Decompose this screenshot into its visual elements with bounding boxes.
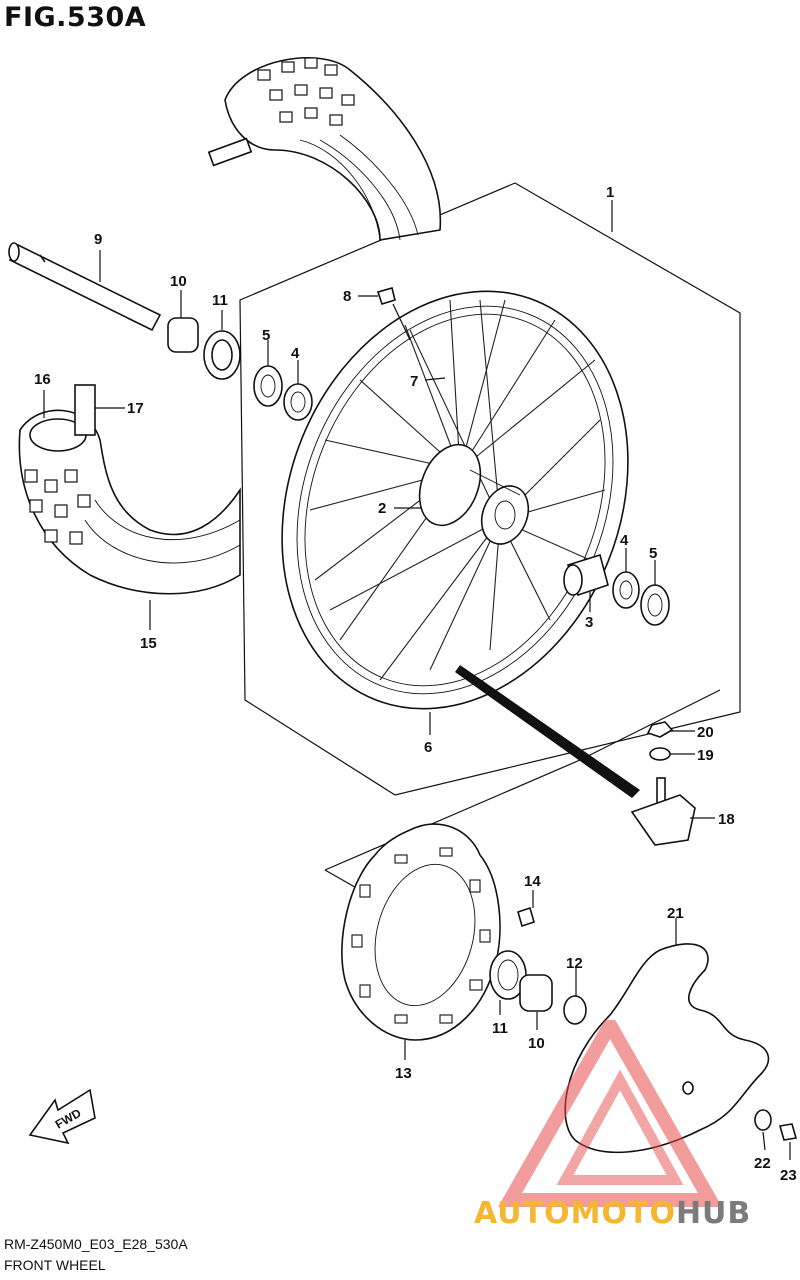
axle-collar-lower	[519, 974, 553, 1012]
bearing-right	[612, 571, 640, 609]
tire-side	[18, 384, 241, 595]
callout-8: 8	[343, 288, 351, 305]
callout-17: 17	[127, 400, 144, 417]
figure-title: FIG.530A	[4, 2, 147, 33]
callout-4-left: 4	[291, 345, 300, 362]
fwd-arrow-icon: FWD	[28, 1088, 96, 1145]
washer-small	[754, 1109, 772, 1131]
oil-seal-right	[640, 584, 670, 626]
watermark-hub: HUB	[675, 1196, 752, 1231]
figure-code: RM-Z450M0_E03_E28_530A	[4, 1236, 188, 1252]
callout-16: 16	[34, 371, 51, 388]
axle-collar-upper	[167, 317, 199, 353]
leader-lines	[43, 200, 791, 1160]
bearing-left	[283, 383, 313, 421]
rim-lock-pointer	[455, 665, 640, 798]
dust-seal-upper	[203, 330, 241, 380]
callout-4-right: 4	[620, 532, 629, 549]
callout-10-upper: 10	[170, 273, 187, 290]
watermark-auto: AUTO	[474, 1196, 571, 1231]
callout-6: 6	[424, 739, 432, 756]
callout-5-right: 5	[649, 545, 657, 562]
watermark-moto: MOTO	[570, 1196, 676, 1231]
callout-22: 22	[754, 1155, 771, 1172]
assembly-box-outline	[239, 182, 741, 796]
callout-13: 13	[395, 1065, 412, 1082]
callout-1: 1	[606, 184, 614, 201]
disc-cover-hole	[682, 1081, 694, 1095]
tire-upper	[207, 57, 442, 241]
callout-5-left: 5	[262, 327, 270, 344]
callout-2: 2	[378, 500, 386, 517]
cover-bolt	[778, 1123, 798, 1141]
callout-12: 12	[566, 955, 583, 972]
spacer	[563, 553, 609, 597]
callout-18: 18	[718, 811, 735, 828]
washer	[649, 747, 671, 761]
callout-21: 21	[667, 905, 684, 922]
front-axle	[8, 242, 162, 332]
callout-11-lower: 11	[492, 1020, 508, 1037]
watermark-text: AUTOMOTOHUB	[474, 1196, 751, 1231]
callout-20: 20	[697, 724, 714, 741]
spoke-nipple	[376, 287, 396, 305]
callout-3: 3	[585, 614, 593, 631]
brake-disc	[341, 823, 501, 1041]
callout-10-lower: 10	[528, 1035, 545, 1052]
disc-cover	[564, 943, 770, 1154]
callout-9: 9	[94, 231, 102, 248]
spacer-collar	[563, 995, 587, 1025]
callout-19: 19	[697, 747, 714, 764]
watermark-logo	[497, 1020, 723, 1207]
nut	[646, 721, 674, 738]
oil-seal-left	[253, 365, 283, 407]
callout-7: 7	[410, 373, 418, 390]
figure-name: FRONT WHEEL	[4, 1257, 106, 1273]
callout-23: 23	[780, 1167, 797, 1184]
callout-11-upper: 11	[212, 292, 228, 309]
wheel-hub	[418, 443, 530, 545]
callout-14: 14	[524, 873, 541, 890]
callout-15: 15	[140, 635, 157, 652]
rim-lock	[630, 777, 696, 846]
disc-bolt	[517, 906, 535, 928]
